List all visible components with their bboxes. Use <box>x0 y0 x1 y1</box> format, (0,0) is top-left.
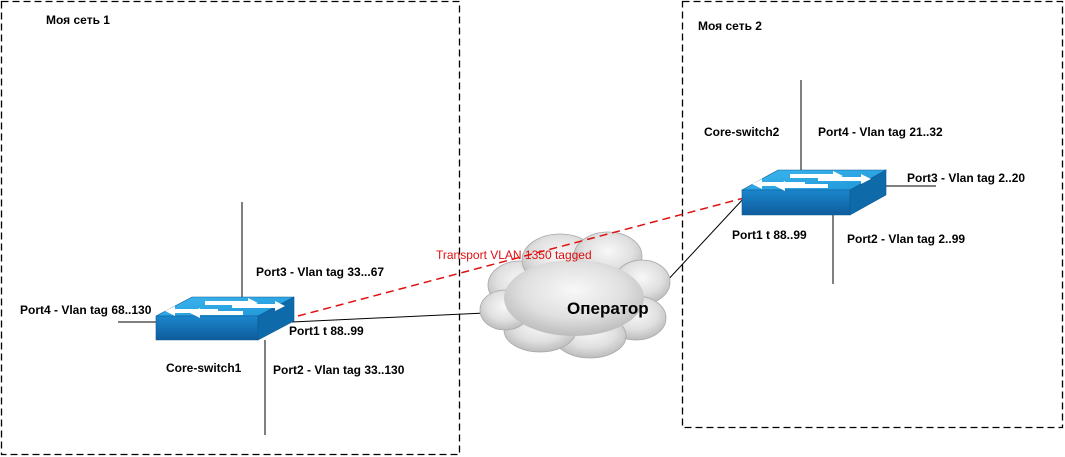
switch-2-port2-label: Port2 - Vlan tag 2..99 <box>847 232 966 246</box>
network-switch-icon <box>155 296 295 341</box>
switch-1-port4-label: Port4 - Vlan tag 68..130 <box>20 303 152 317</box>
switch-1-port2-label: Port2 - Vlan tag 33..130 <box>273 363 405 377</box>
switch-2-port4-label: Port4 - Vlan tag 21..32 <box>818 125 943 139</box>
network-switch-icon <box>740 169 888 216</box>
network-1-title: Моя сеть 1 <box>46 13 110 27</box>
cloud-icon <box>479 231 671 359</box>
switch-2-port3-label: Port3 - Vlan tag 2..20 <box>907 171 1026 185</box>
switch-2-port1-label: Port1 t 88..99 <box>732 228 807 242</box>
switch-2-name: Core-switch2 <box>704 125 780 139</box>
switch-1-port1-label: Port1 t 88..99 <box>289 324 364 338</box>
transport-vlan-line <box>297 197 745 317</box>
sw1-operator-link <box>291 312 486 323</box>
switch-1-port3-label: Port3 - Vlan tag 33...67 <box>256 265 385 279</box>
transport-vlan-label: Transport VLAN 1350 tagged <box>436 248 592 262</box>
network-boundary-2 <box>681 0 1064 429</box>
switch-1-name: Core-switch1 <box>166 361 242 375</box>
network-boundary-1 <box>0 0 461 456</box>
operator-label: Оператор <box>567 299 649 318</box>
network-2-title: Моя сеть 2 <box>698 19 762 33</box>
